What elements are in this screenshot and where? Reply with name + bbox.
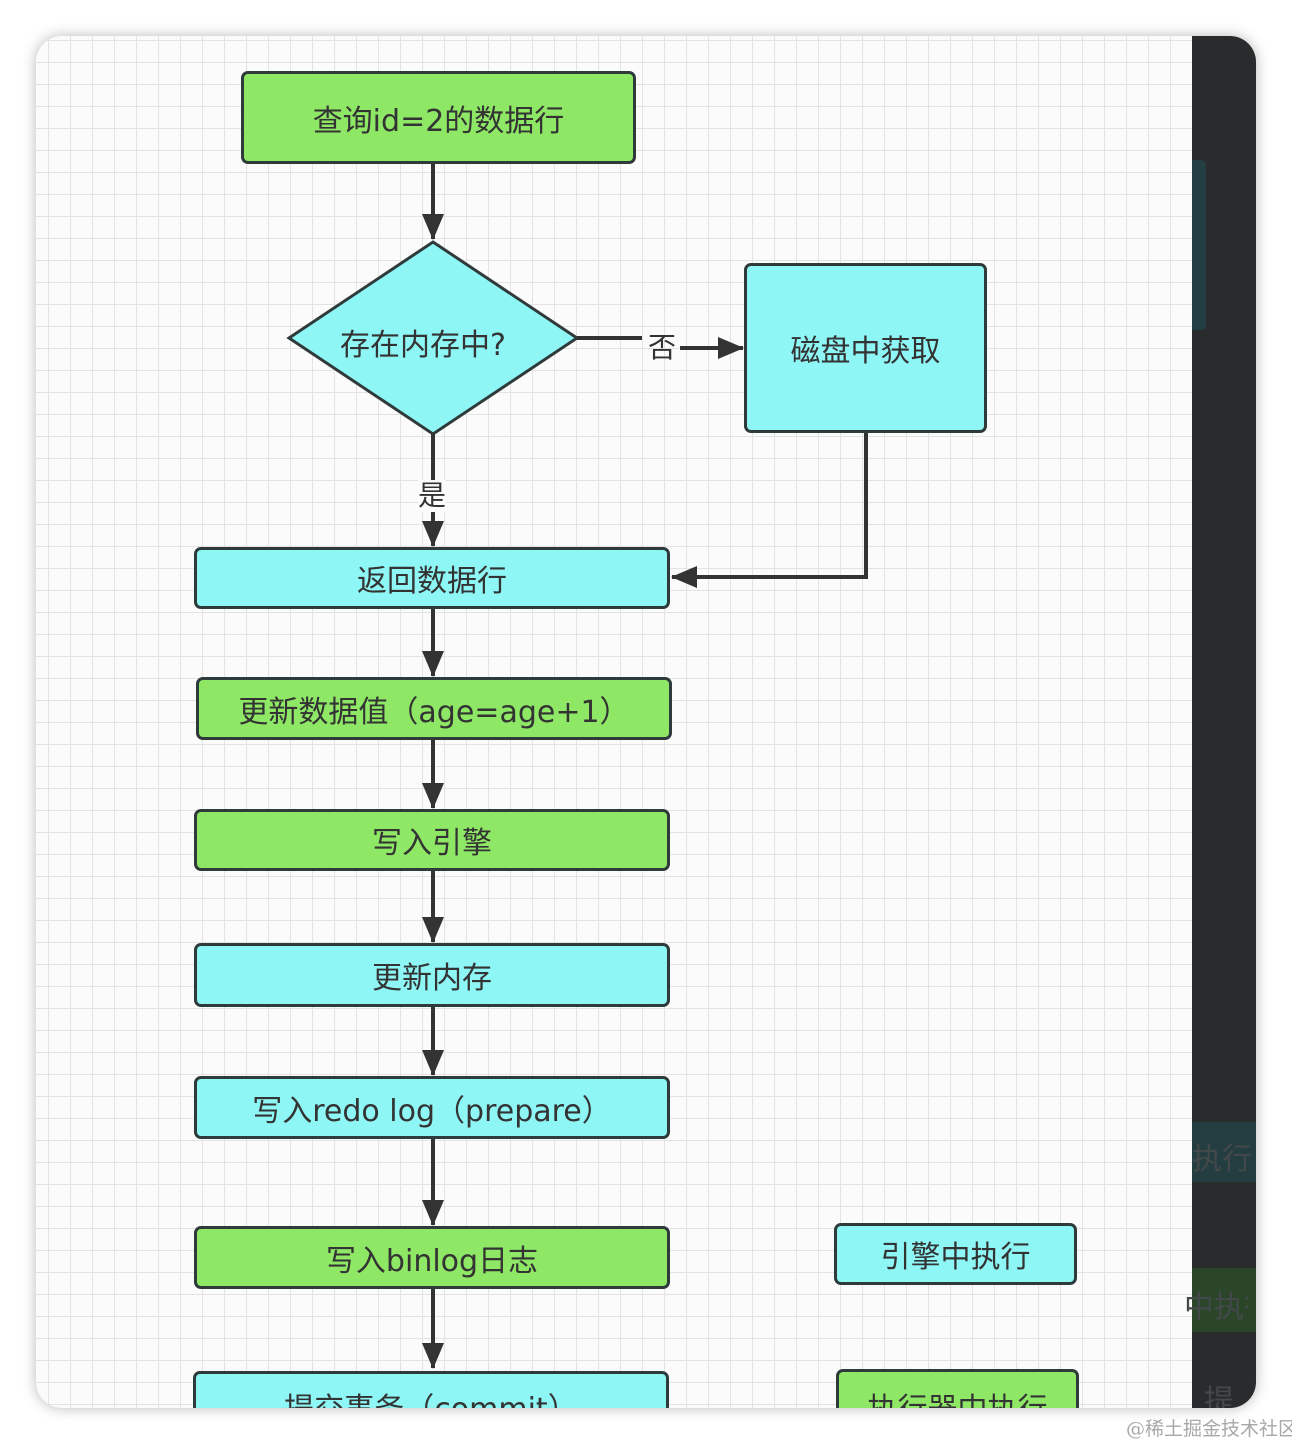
side-ghost-text-1: 执行 bbox=[1192, 1142, 1252, 1177]
node-write-engine-label: 写入引擎 bbox=[372, 826, 492, 861]
node-commit-label: 提交事务（commit） bbox=[284, 1384, 577, 1408]
node-return-row: 返回数据行 bbox=[194, 547, 670, 609]
node-binlog: 写入binlog日志 bbox=[194, 1226, 670, 1289]
dark-side-panel bbox=[1192, 36, 1256, 1408]
legend-executor-label: 执行器中执行 bbox=[868, 1384, 1048, 1408]
node-update-memory: 更新内存 bbox=[194, 943, 670, 1007]
node-redo-prepare-label: 写入redo log（prepare） bbox=[252, 1093, 612, 1129]
node-disk-label: 磁盘中获取 bbox=[790, 334, 941, 369]
side-panel-block bbox=[1192, 160, 1206, 330]
legend-executor: 执行器中执行 bbox=[836, 1369, 1079, 1408]
legend-engine-label: 引擎中执行 bbox=[880, 1240, 1031, 1275]
diagram-canvas: 查询id=2的数据行 存在内存中? 否 磁盘中获取 是 返回数据行 更新数据值（… bbox=[36, 36, 1256, 1408]
node-return-row-label: 返回数据行 bbox=[357, 564, 507, 599]
flow-edges bbox=[286, 164, 868, 1369]
edge-disk-return bbox=[671, 432, 868, 588]
node-decision-label: 存在内存中? bbox=[340, 328, 506, 363]
node-write-engine: 写入引擎 bbox=[194, 809, 670, 871]
watermark: @稀土掘金技术社区 bbox=[1126, 1418, 1292, 1440]
node-binlog-label: 写入binlog日志 bbox=[325, 1243, 539, 1279]
node-commit: 提交事务（commit） bbox=[193, 1371, 669, 1408]
edge-label-no: 否 bbox=[648, 331, 677, 364]
edge-label-yes: 是 bbox=[418, 479, 447, 512]
legend-engine: 引擎中执行 bbox=[834, 1223, 1077, 1285]
side-panel-green-ghost bbox=[1192, 1268, 1256, 1332]
node-update-value-label: 更新数据值（age=age+1） bbox=[238, 694, 630, 730]
side-panel-cyan-ghost bbox=[1192, 1122, 1256, 1182]
node-start-label: 查询id=2的数据行 bbox=[312, 103, 565, 139]
node-update-value: 更新数据值（age=age+1） bbox=[196, 677, 672, 740]
node-update-memory-label: 更新内存 bbox=[372, 961, 492, 996]
node-disk: 磁盘中获取 bbox=[744, 263, 987, 433]
node-redo-prepare: 写入redo log（prepare） bbox=[194, 1076, 670, 1139]
node-start: 查询id=2的数据行 bbox=[241, 71, 636, 164]
side-ghost-text-2: 中执行 bbox=[1184, 1290, 1248, 1325]
side-ghost-text-3: 提 bbox=[1204, 1384, 1234, 1408]
